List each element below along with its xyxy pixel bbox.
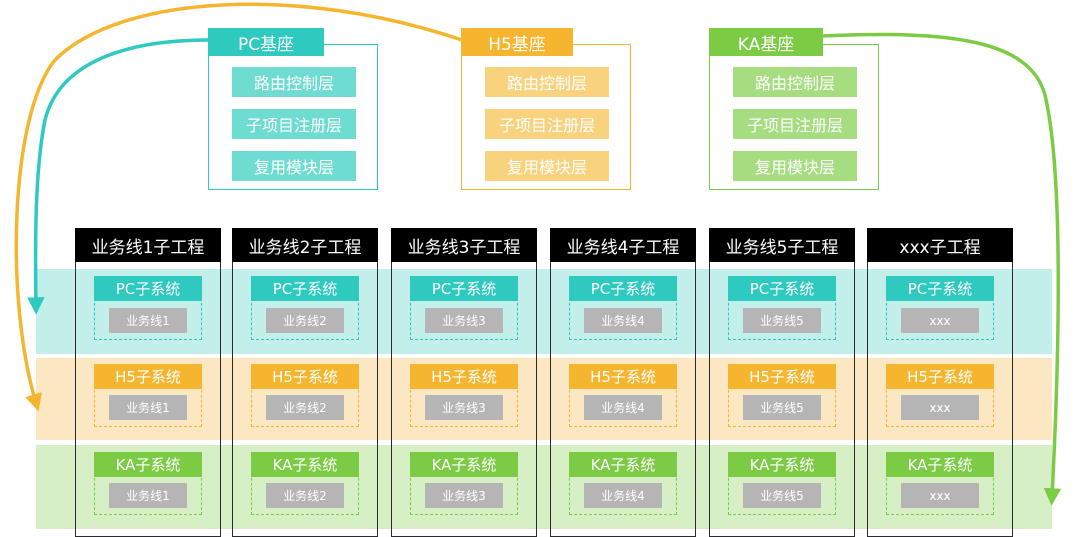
business-line-item: 业务线2 — [266, 308, 344, 333]
ka-subsystem-title: KA子系统 — [728, 452, 836, 477]
pc-base-title: PC基座 — [208, 28, 324, 56]
business-line-item: 业务线5 — [743, 308, 821, 333]
business-line-item: 业务线3 — [425, 308, 503, 333]
h5-base-layer: 路由控制层 — [485, 67, 609, 97]
project-title: xxx子工程 — [867, 228, 1013, 262]
pc-subsystem-title: PC子系统 — [569, 276, 677, 301]
business-line-item: 业务线4 — [584, 483, 662, 508]
ka-subsystem-title: KA子系统 — [410, 452, 518, 477]
pc-base-layer: 复用模块层 — [232, 151, 356, 181]
ka-subsystem-title: KA子系统 — [251, 452, 359, 477]
ka-base-layer: 路由控制层 — [733, 67, 857, 97]
business-line-item: 业务线3 — [425, 395, 503, 420]
ka-base-layer: 子项目注册层 — [733, 109, 857, 139]
pc-base-layer: 子项目注册层 — [232, 109, 356, 139]
business-line-item: 业务线2 — [266, 395, 344, 420]
h5-subsystem-title: H5子系统 — [569, 364, 677, 389]
business-line-item: xxx — [901, 483, 979, 508]
pc-subsystem-title: PC子系统 — [728, 276, 836, 301]
business-line-item: 业务线1 — [109, 308, 187, 333]
business-line-item: 业务线5 — [743, 395, 821, 420]
pc-base-layer: 路由控制层 — [232, 67, 356, 97]
h5-base-title: H5基座 — [461, 28, 573, 56]
h5-subsystem-title: H5子系统 — [728, 364, 836, 389]
ka-base-layer: 复用模块层 — [733, 151, 857, 181]
ka-base-title: KA基座 — [709, 28, 823, 56]
project-title: 业务线4子工程 — [550, 228, 696, 262]
business-line-item: 业务线4 — [584, 308, 662, 333]
ka-subsystem-title: KA子系统 — [94, 452, 202, 477]
business-line-item: 业务线5 — [743, 483, 821, 508]
business-line-item: 业务线1 — [109, 395, 187, 420]
ka-subsystem-box — [251, 473, 359, 515]
business-line-item: xxx — [901, 395, 979, 420]
ka-subsystem-box — [94, 473, 202, 515]
project-title: 业务线2子工程 — [232, 228, 378, 262]
h5-subsystem-box — [410, 385, 518, 427]
h5-base-layer: 子项目注册层 — [485, 109, 609, 139]
ka-subsystem-box — [569, 473, 677, 515]
project-title: 业务线3子工程 — [391, 228, 537, 262]
project-title: 业务线1子工程 — [75, 228, 221, 262]
business-line-item: 业务线3 — [425, 483, 503, 508]
h5-base-layer: 复用模块层 — [485, 151, 609, 181]
business-line-item: 业务线2 — [266, 483, 344, 508]
ka-subsystem-title: KA子系统 — [569, 452, 677, 477]
business-line-item: 业务线4 — [584, 395, 662, 420]
h5-subsystem-box — [569, 385, 677, 427]
pc-subsystem-box — [569, 298, 677, 340]
business-line-item: xxx — [901, 308, 979, 333]
ka-subsystem-box — [410, 473, 518, 515]
project-title: 业务线5子工程 — [709, 228, 855, 262]
business-line-item: 业务线1 — [109, 483, 187, 508]
